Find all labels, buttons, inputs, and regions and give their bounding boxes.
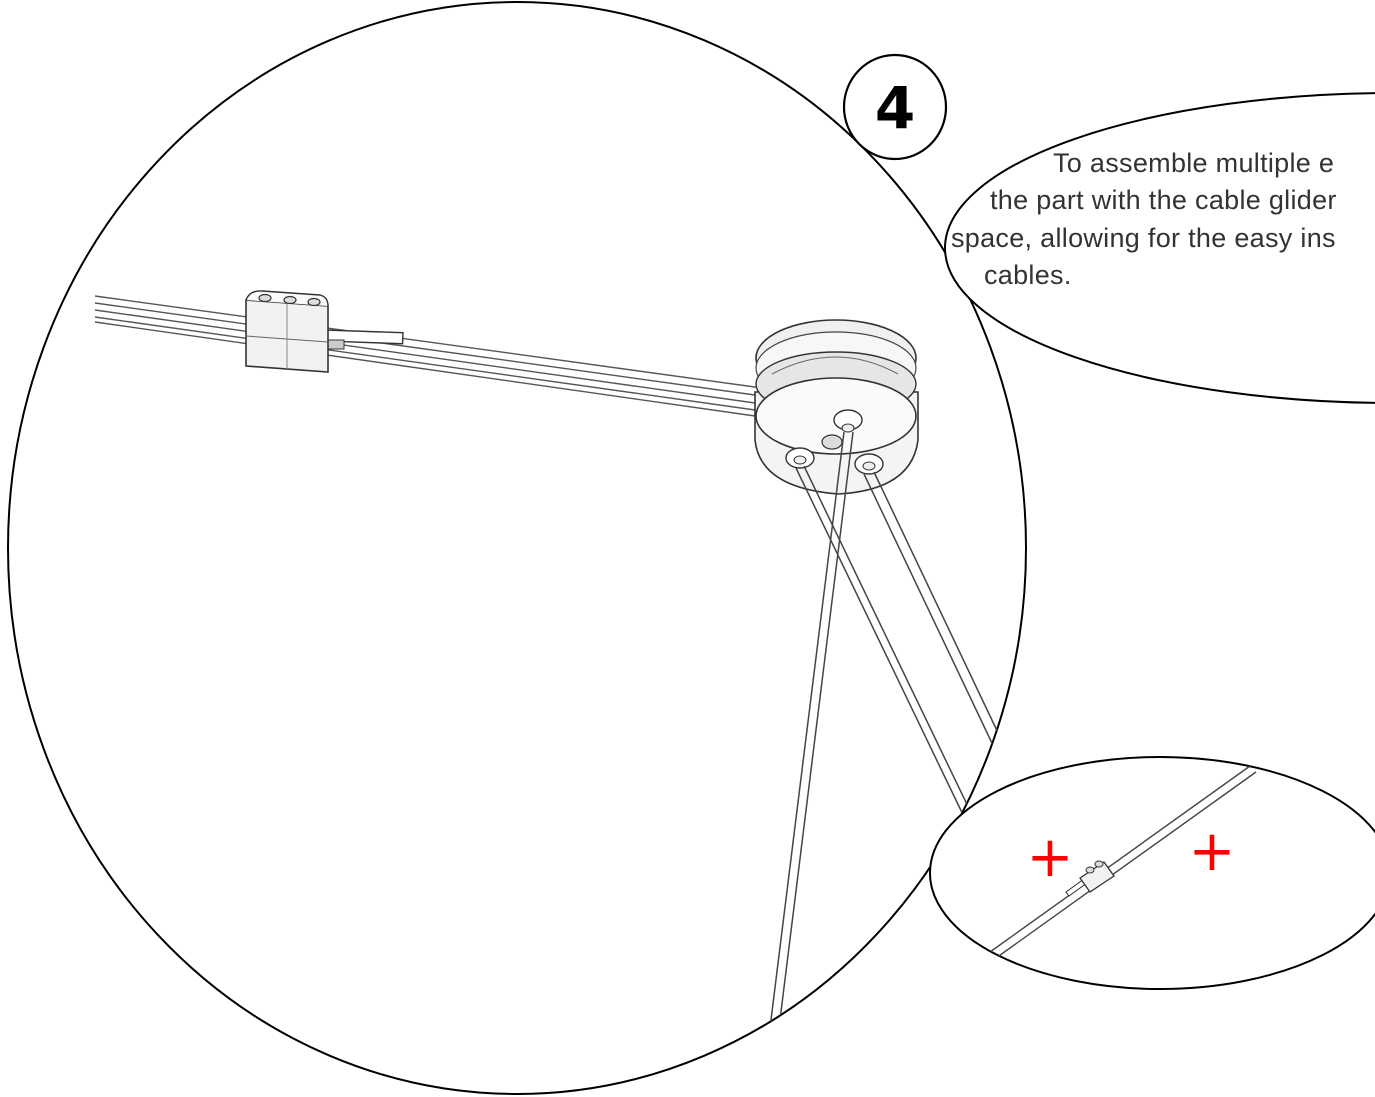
instruction-line-4: cables. <box>984 260 1072 290</box>
cable-glider-detail-view: + + <box>929 756 1375 990</box>
detail-glider <box>1065 860 1115 897</box>
instruction-line-3: space, allowing for the easy ins <box>951 223 1336 253</box>
detail-cable <box>989 765 1257 959</box>
instruction-callout: To assemble multiple e the part with the… <box>944 92 1375 404</box>
plus-marker-right: + <box>1189 819 1236 884</box>
horizontal-cable-bundle <box>94 295 763 418</box>
cable-glider-part <box>245 290 404 373</box>
main-detail-view <box>7 1 1027 1095</box>
main-view-content <box>94 290 1011 1061</box>
plus-marker-left: + <box>1027 825 1074 890</box>
ceiling-hub <box>754 319 919 495</box>
step-badge: 4 <box>842 53 948 161</box>
instruction-line-1: To assemble multiple e <box>1053 148 1334 178</box>
instruction-line-2: the part with the cable glider <box>990 185 1337 215</box>
step-number: 4 <box>875 74 915 142</box>
suspension-cables <box>765 431 1011 1061</box>
